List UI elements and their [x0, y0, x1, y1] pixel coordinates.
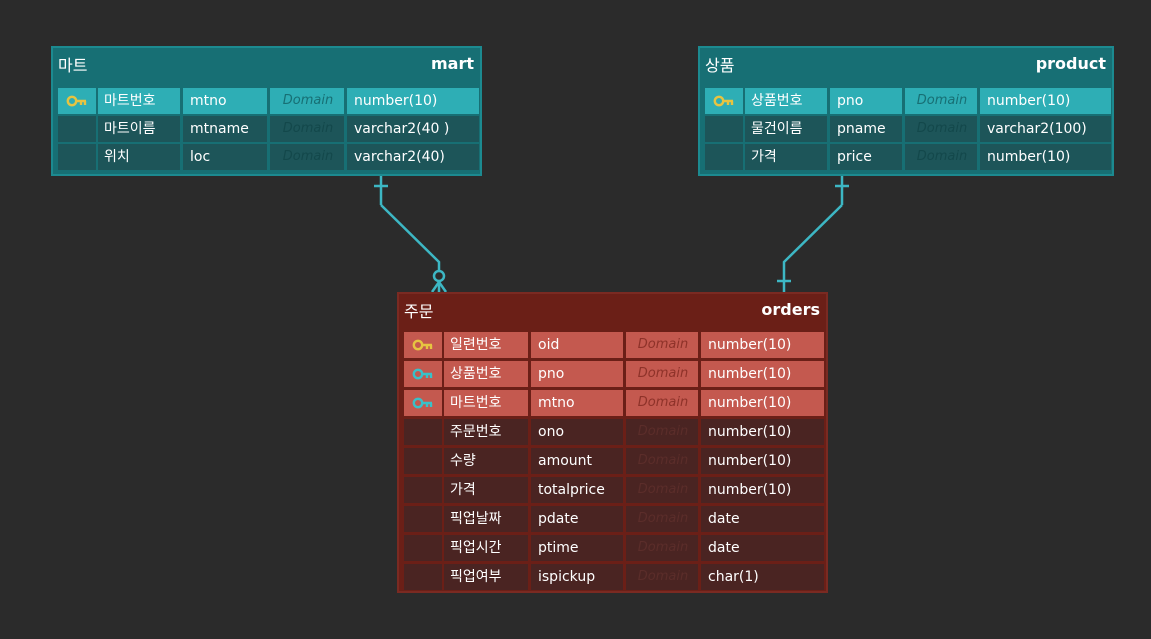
foreign-key-icon — [412, 397, 433, 409]
column-name: pno — [531, 361, 623, 387]
column-type: char(1) — [701, 564, 824, 590]
key-cell — [705, 88, 743, 114]
key-cell — [404, 477, 442, 503]
column-name: mtno — [183, 88, 267, 114]
column-domain: Domain — [905, 88, 977, 114]
column-domain: Domain — [626, 506, 698, 532]
entity-title-korean: 마트 — [58, 56, 88, 75]
column-korean-name: 일련번호 — [444, 332, 528, 358]
column-domain: Domain — [905, 144, 977, 170]
column-korean-name: 픽업날짜 — [444, 506, 528, 532]
column-domain: Domain — [626, 564, 698, 590]
key-cell — [404, 419, 442, 445]
column-type: number(10) — [347, 88, 479, 114]
column-name: mtname — [183, 116, 267, 142]
column-domain: Domain — [626, 332, 698, 358]
column-type: number(10) — [701, 390, 824, 416]
entity-mart[interactable]: 마트 mart 마트번호 mtno Domain number(10) 마트이름… — [51, 46, 482, 176]
column-name: oid — [531, 332, 623, 358]
column-korean-name: 가격 — [745, 144, 827, 170]
column-domain: Domain — [270, 88, 344, 114]
column-type: varchar2(40) — [347, 144, 479, 170]
column-domain: Domain — [270, 144, 344, 170]
column-name: ono — [531, 419, 623, 445]
primary-key-icon — [713, 95, 734, 107]
column-name: pdate — [531, 506, 623, 532]
entity-title-korean: 주문 — [404, 302, 434, 321]
key-cell — [404, 390, 442, 416]
column-domain: Domain — [626, 448, 698, 474]
column-domain: Domain — [626, 419, 698, 445]
column-korean-name: 마트번호 — [444, 390, 528, 416]
key-cell — [705, 116, 743, 142]
column-korean-name: 주문번호 — [444, 419, 528, 445]
key-cell — [58, 116, 96, 142]
entity-header: 주문 orders — [399, 294, 826, 324]
column-korean-name: 마트이름 — [98, 116, 180, 142]
entity-title-table: product — [1035, 54, 1106, 73]
column-korean-name: 수량 — [444, 448, 528, 474]
column-type: varchar2(100) — [980, 116, 1111, 142]
key-cell — [404, 332, 442, 358]
relationship-product-orders[interactable] — [777, 176, 849, 292]
column-type: date — [701, 535, 824, 561]
key-cell — [404, 564, 442, 590]
entity-orders[interactable]: 주문 orders 일련번호 oid Domain number(10) — [397, 292, 828, 593]
key-cell — [404, 506, 442, 532]
column-korean-name: 상품번호 — [444, 361, 528, 387]
column-type: number(10) — [701, 332, 824, 358]
column-type: number(10) — [980, 88, 1111, 114]
column-domain: Domain — [626, 361, 698, 387]
column-name: ispickup — [531, 564, 623, 590]
column-korean-name: 마트번호 — [98, 88, 180, 114]
entity-title-korean: 상품 — [705, 56, 735, 75]
column-type: varchar2(40 ) — [347, 116, 479, 142]
column-type: number(10) — [701, 448, 824, 474]
entity-header: 상품 product — [700, 48, 1112, 78]
column-korean-name: 위치 — [98, 144, 180, 170]
column-domain: Domain — [905, 116, 977, 142]
column-name: pno — [830, 88, 902, 114]
key-cell — [404, 448, 442, 474]
key-cell — [404, 535, 442, 561]
column-korean-name: 픽업여부 — [444, 564, 528, 590]
entity-header: 마트 mart — [53, 48, 480, 78]
column-domain: Domain — [626, 535, 698, 561]
column-name: ptime — [531, 535, 623, 561]
key-cell — [705, 144, 743, 170]
column-type: number(10) — [701, 419, 824, 445]
entity-title-table: mart — [430, 54, 474, 73]
column-domain: Domain — [626, 390, 698, 416]
entity-title-table: orders — [761, 300, 820, 319]
column-korean-name: 가격 — [444, 477, 528, 503]
primary-key-icon — [412, 339, 433, 351]
column-name: pname — [830, 116, 902, 142]
column-type: number(10) — [701, 477, 824, 503]
primary-key-icon — [66, 95, 87, 107]
key-cell — [404, 361, 442, 387]
column-type: date — [701, 506, 824, 532]
column-korean-name: 상품번호 — [745, 88, 827, 114]
entity-product[interactable]: 상품 product 상품번호 pno Domain number(10) 물건… — [698, 46, 1114, 176]
column-type: number(10) — [980, 144, 1111, 170]
relationship-mart-orders[interactable] — [374, 176, 448, 293]
key-cell — [58, 88, 96, 114]
key-cell — [58, 144, 96, 170]
foreign-key-icon — [412, 368, 433, 380]
column-type: number(10) — [701, 361, 824, 387]
column-name: loc — [183, 144, 267, 170]
column-korean-name: 물건이름 — [745, 116, 827, 142]
column-domain: Domain — [626, 477, 698, 503]
column-korean-name: 픽업시간 — [444, 535, 528, 561]
column-domain: Domain — [270, 116, 344, 142]
column-name: totalprice — [531, 477, 623, 503]
column-name: amount — [531, 448, 623, 474]
column-name: price — [830, 144, 902, 170]
column-name: mtno — [531, 390, 623, 416]
